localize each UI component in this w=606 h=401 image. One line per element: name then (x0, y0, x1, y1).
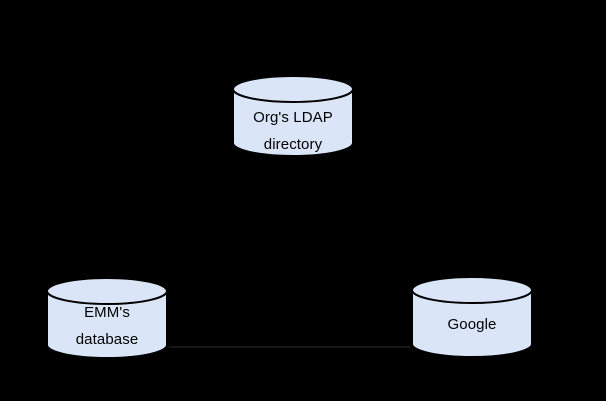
node-emm-database: EMM's database (45, 276, 169, 360)
cylinder-body-shape (411, 289, 533, 358)
node-google: Google (410, 275, 534, 359)
database-cylinder-icon (411, 276, 533, 358)
node-label-line: directory (263, 136, 323, 153)
node-label-emm: EMM's database (45, 299, 169, 353)
cylinder-body-shape (46, 290, 168, 359)
node-label-line: Google (447, 316, 497, 333)
database-cylinder-icon (232, 75, 354, 157)
cylinder-top-shape (411, 276, 533, 304)
node-ldap-directory: Org's LDAP directory (231, 74, 355, 158)
cylinder-top-shape (232, 75, 354, 103)
node-label-google: Google (410, 311, 534, 338)
database-cylinder-icon (46, 277, 168, 359)
node-label-line: Org's LDAP (253, 109, 333, 126)
node-label-line: database (75, 331, 139, 348)
node-label-line: EMM's (84, 304, 130, 321)
node-label-ldap: Org's LDAP directory (231, 104, 355, 158)
cylinder-body-shape (232, 88, 354, 157)
cylinder-top-shape (46, 277, 168, 305)
